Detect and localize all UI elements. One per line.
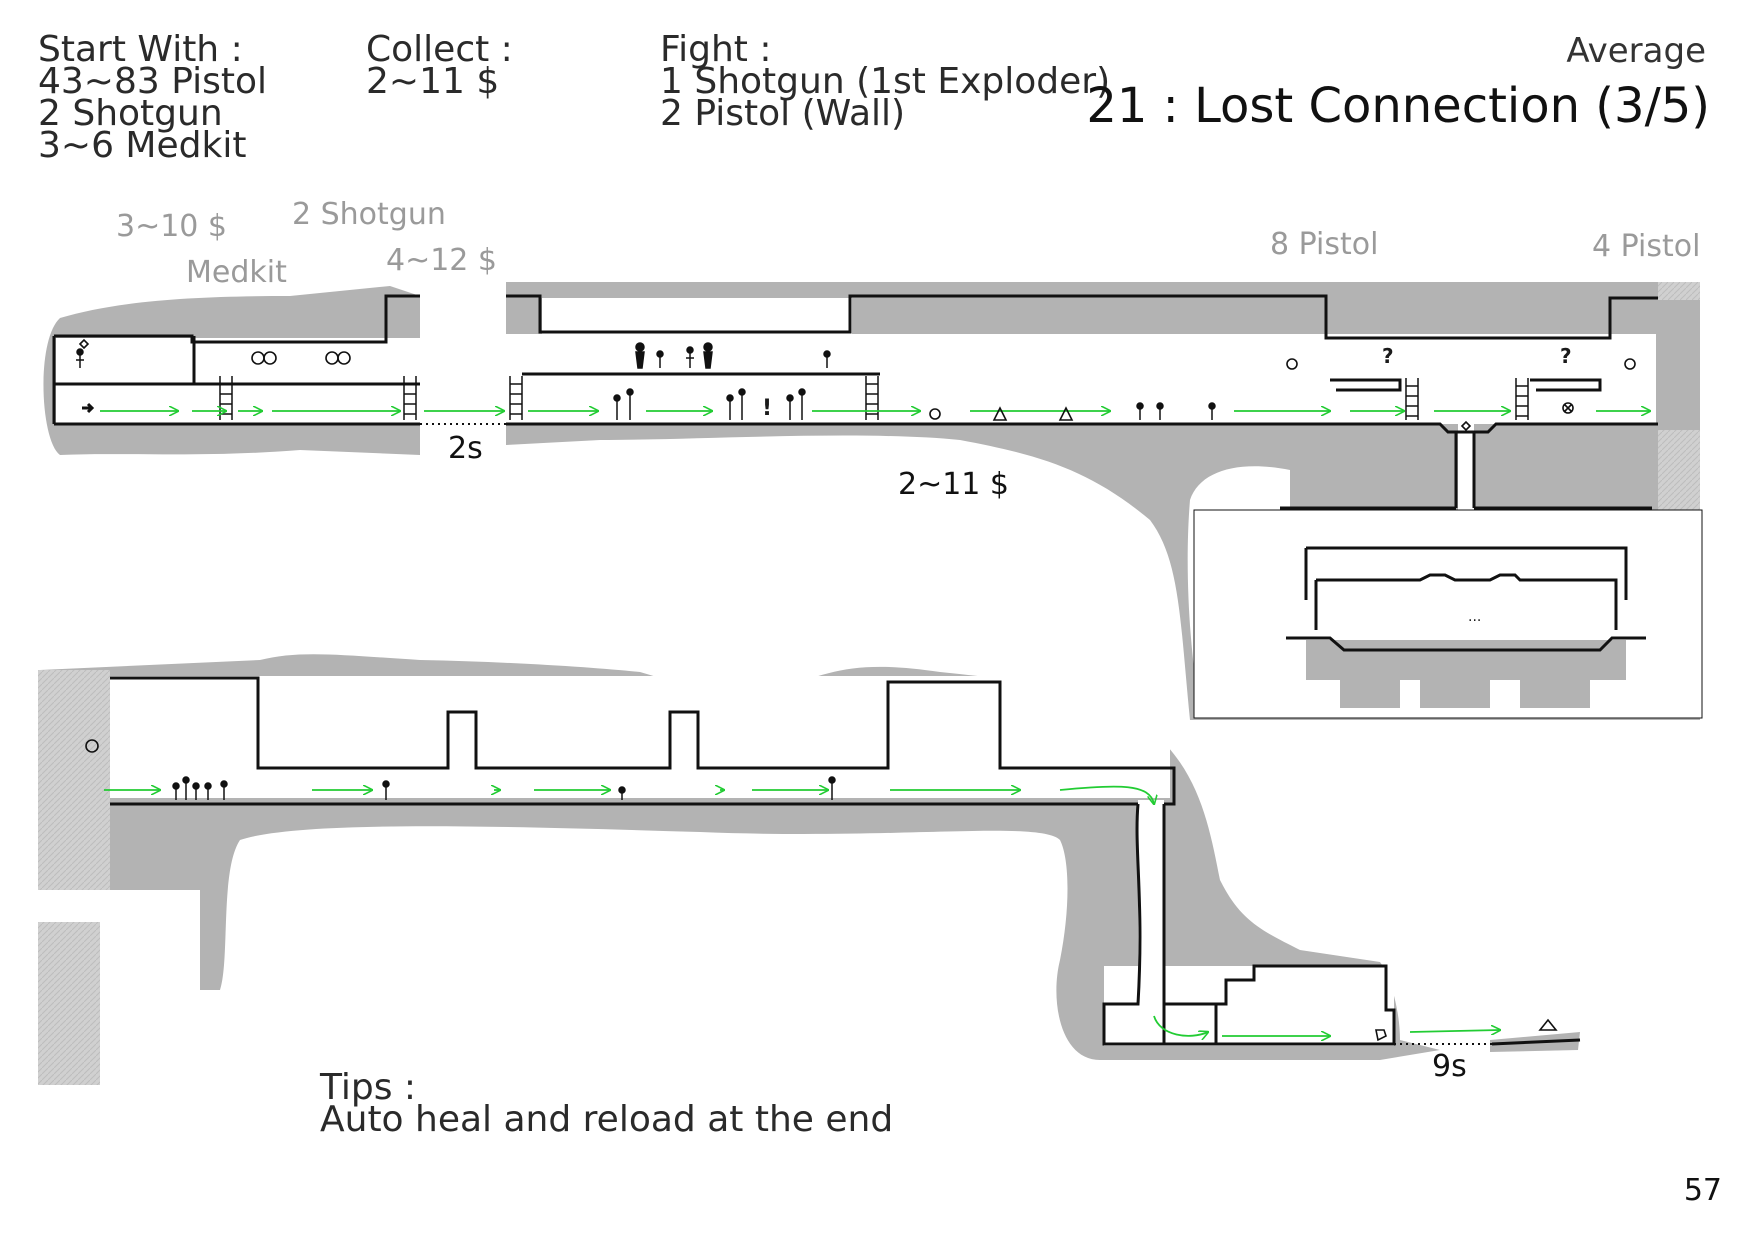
pistol-label: 4 Pistol <box>1592 232 1700 262</box>
alert-marker: ! <box>762 398 772 420</box>
tower-b <box>670 712 698 762</box>
end-room-top <box>1226 966 1386 1006</box>
rock-hatch-right2 <box>1658 430 1700 510</box>
secret-marker: ? <box>1560 346 1572 366</box>
secret-marker: ? <box>1382 346 1394 366</box>
page-number: 57 <box>1684 1176 1722 1206</box>
shotgun-label: 2 Shotgun <box>292 200 446 230</box>
tower-c <box>888 682 1000 762</box>
money-label: 4~12 $ <box>386 246 497 276</box>
corridor-upper-main2 <box>542 298 852 334</box>
lower-bay-rock <box>1306 640 1626 680</box>
corridor-lower <box>110 676 1170 798</box>
lower-bay-rock4 <box>1520 678 1590 708</box>
money-label: 2~11 $ <box>898 470 1009 500</box>
lower-bay-rock3 <box>1420 678 1490 708</box>
ellipsis-marker: ... <box>1468 610 1481 624</box>
lower-bay-rock2 <box>1340 678 1400 708</box>
tips-text: Auto heal and reload at the end <box>320 1104 893 1136</box>
time-label: 9s <box>1432 1052 1467 1082</box>
pistol-label: 8 Pistol <box>1270 230 1378 260</box>
tower-a <box>448 712 476 762</box>
rock-lower-left-hatch2 <box>38 922 100 1085</box>
rock-hatch-right <box>1658 282 1700 300</box>
tips-block: Tips : Auto heal and reload at the end <box>320 1072 893 1136</box>
money-label: 3~10 $ <box>116 212 227 242</box>
medkit-label: Medkit <box>186 258 287 288</box>
rock-lower-left-hatch <box>38 670 110 890</box>
time-label: 2s <box>448 434 483 464</box>
